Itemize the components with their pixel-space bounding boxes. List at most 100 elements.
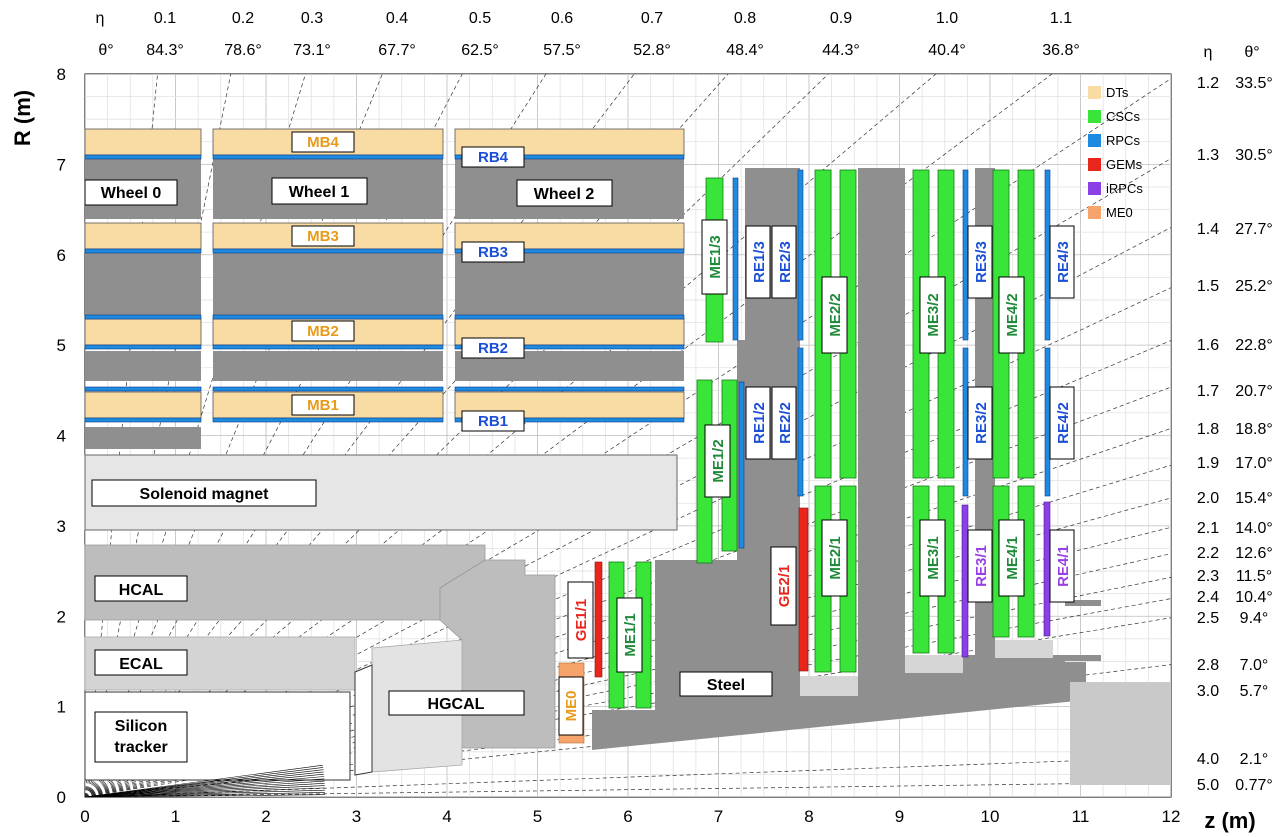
eta-top-value: 0.3 xyxy=(301,10,323,27)
x-tick-label: 4 xyxy=(442,807,451,826)
label-steel: Steel xyxy=(707,677,745,694)
rpc-rb3-w1 xyxy=(212,248,444,254)
label-re12: RE1/2 xyxy=(751,402,768,444)
label-mb3: MB3 xyxy=(307,228,339,245)
x-tick-label: 12 xyxy=(1162,807,1181,826)
barrel-region xyxy=(84,128,685,449)
rpc-re23 xyxy=(797,169,804,341)
endcap-light-2 xyxy=(995,640,1053,658)
theta-right-header: θ° xyxy=(1244,44,1259,61)
gem-ge11 xyxy=(594,561,603,678)
theta-top-value: 78.6° xyxy=(224,42,262,59)
endcap-light-3 xyxy=(905,655,963,673)
rpc-rb4-w2 xyxy=(454,154,685,160)
x-tick-label: 11 xyxy=(1072,807,1090,826)
x-tick-label: 7 xyxy=(714,807,723,826)
rpc-re12 xyxy=(738,381,745,549)
steel-ring-1 xyxy=(700,560,740,568)
y-axis-title: R (m) xyxy=(10,90,35,146)
eta-top-value: 0.8 xyxy=(734,10,756,27)
label-me11: ME1/1 xyxy=(622,613,639,656)
forward-cone xyxy=(1086,690,1171,708)
y-tick-label: 5 xyxy=(57,336,66,355)
label-me0: ME0 xyxy=(563,691,580,722)
label-me42: ME4/2 xyxy=(1004,293,1021,336)
fan-line xyxy=(84,783,325,798)
rpc-re43 xyxy=(1044,169,1051,341)
rpc-rb1b-w0 xyxy=(84,417,202,423)
eta-right-value: 2.0 xyxy=(1197,490,1219,507)
irpc-re41 xyxy=(1043,501,1051,637)
endcap-steel xyxy=(592,168,1101,750)
eta-line xyxy=(85,756,1171,797)
label-wheel1: Wheel 1 xyxy=(289,184,350,201)
y-tick-label: 6 xyxy=(57,246,66,265)
fan-line xyxy=(84,792,325,798)
dt-mb2-w0 xyxy=(84,318,202,346)
eta-right-value: 2.1 xyxy=(1197,520,1219,537)
legend-label: CSCs xyxy=(1106,109,1140,124)
fan-line xyxy=(84,767,324,798)
theta-right-value: 18.8° xyxy=(1235,421,1273,438)
label-me12: ME1/2 xyxy=(710,439,727,482)
legend-swatch xyxy=(1088,86,1101,99)
label-ecal: ECAL xyxy=(119,656,163,673)
theta-top-value: 48.4° xyxy=(726,42,764,59)
irpc-re31 xyxy=(961,504,969,658)
label-rb3: RB3 xyxy=(478,244,508,261)
x-tick-label: 8 xyxy=(804,807,813,826)
theta-top-value: 67.7° xyxy=(378,42,416,59)
theta-top-header: θ° xyxy=(98,42,113,59)
legend-label: GEMs xyxy=(1106,157,1143,172)
legend-swatch xyxy=(1088,134,1101,147)
theta-top-value: 84.3° xyxy=(146,42,184,59)
label-me22: ME2/2 xyxy=(827,293,844,336)
label-me13: ME1/3 xyxy=(707,235,724,278)
label-me31: ME3/1 xyxy=(925,536,942,579)
endcap-light-1 xyxy=(800,676,858,696)
dt-mb4-w0 xyxy=(84,128,202,156)
rpc-rb1b-w1 xyxy=(212,417,444,423)
theta-right-value: 17.0° xyxy=(1235,455,1273,472)
eta-line xyxy=(85,74,829,797)
label-ge21: GE2/1 xyxy=(776,565,793,608)
label-mb1: MB1 xyxy=(307,397,339,414)
rpc-rb2b-w0 xyxy=(84,344,202,350)
eta-right-value: 3.0 xyxy=(1197,683,1219,700)
eta-right-value: 1.6 xyxy=(1197,337,1219,354)
x-axis-title: z (m) xyxy=(1204,808,1255,833)
label-silicon-line1: Silicon xyxy=(115,718,167,735)
label-hgcal: HGCAL xyxy=(428,696,485,713)
theta-top-value: 44.3° xyxy=(822,42,860,59)
rpc-rb2a-w0 xyxy=(84,314,202,320)
theta-right-value: 7.0° xyxy=(1240,657,1269,674)
eta-top-value: 0.5 xyxy=(469,10,491,27)
eta-right-value: 1.2 xyxy=(1197,75,1219,92)
rpc-rb2b-w2 xyxy=(454,344,685,350)
label-ge11: GE1/1 xyxy=(573,599,590,642)
label-re43: RE4/3 xyxy=(1055,241,1072,283)
rpc-re32 xyxy=(962,347,969,497)
steel-main xyxy=(592,168,1086,750)
theta-right-value: 5.7° xyxy=(1240,683,1269,700)
rpc-rb1b-w2 xyxy=(454,417,685,423)
theta-right-value: 30.5° xyxy=(1235,147,1273,164)
fan-line xyxy=(84,764,323,798)
fan-line xyxy=(84,771,324,798)
eta-right-value: 2.2 xyxy=(1197,545,1219,562)
y-tick-label: 0 xyxy=(57,788,66,807)
theta-top-value: 62.5° xyxy=(461,42,499,59)
rpc-re22 xyxy=(797,347,804,497)
theta-top-value: 52.8° xyxy=(633,42,671,59)
label-silicon-line2: tracker xyxy=(114,739,167,756)
ecal-endcap xyxy=(354,664,373,776)
rpc-re13 xyxy=(732,177,739,341)
eta-right-header: η xyxy=(1204,44,1213,61)
rpc-rb1a-w0 xyxy=(84,386,202,392)
x-tick-label: 2 xyxy=(261,807,270,826)
fan-line xyxy=(84,769,324,798)
